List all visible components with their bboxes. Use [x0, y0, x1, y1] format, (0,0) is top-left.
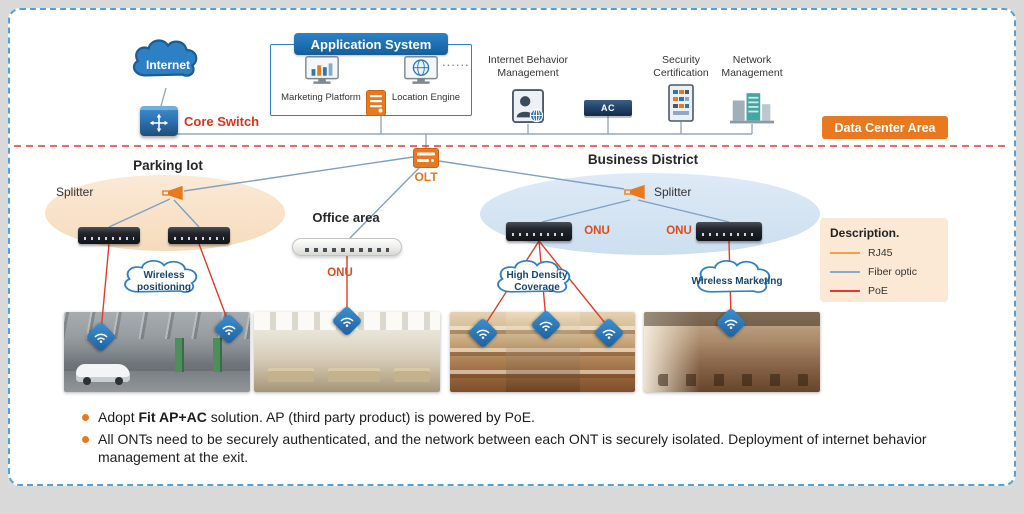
photo-decor-tables	[658, 374, 810, 386]
legend-item-fiber: Fiber optic	[830, 266, 938, 278]
marketing-platform-label: Marketing Platform	[281, 92, 361, 103]
location-engine-label: Location Engine	[391, 92, 461, 103]
olt-icon	[413, 148, 439, 168]
legend-item-rj45: RJ45	[830, 247, 938, 259]
core-switch-label: Core Switch	[184, 114, 260, 129]
pillar-shape	[213, 338, 222, 372]
desk-shape	[328, 368, 380, 382]
wifi-ap-icon	[85, 321, 117, 353]
security-certification-caption: Security Certification	[653, 54, 709, 80]
internet-behavior-caption: Internet Behavior Management	[488, 54, 568, 80]
legend-label: Fiber optic	[868, 266, 918, 278]
note-segment: Adopt	[98, 409, 139, 425]
note-bold-segment: Fit AP+AC	[138, 409, 207, 425]
database-icon	[366, 90, 386, 116]
desk-shape	[268, 368, 314, 382]
legend-box: Description. RJ45 Fiber optic PoE	[820, 218, 948, 302]
internet-cloud: Internet	[126, 34, 210, 88]
cloud-label: Wireless Marketing	[691, 275, 783, 287]
application-system-title: Application System	[294, 33, 448, 55]
business-district-title: Business District	[587, 152, 699, 167]
wifi-ap-icon	[213, 313, 245, 345]
note-item: Adopt Fit AP+AC solution. AP (third part…	[82, 408, 1002, 426]
onu-device	[168, 227, 230, 244]
note-item: All ONTs need to be securely authenticat…	[82, 430, 966, 467]
wifi-icon	[340, 317, 354, 327]
wifi-icon	[602, 329, 616, 339]
data-center-area-badge: Data Center Area	[822, 116, 948, 139]
onu-device	[696, 222, 762, 241]
pillar-shape	[175, 338, 184, 372]
office-area-title: Office area	[312, 210, 380, 225]
splitter-icon	[622, 184, 646, 200]
wifi-ap-icon	[331, 305, 363, 337]
ac-controller-device: AC	[584, 100, 632, 116]
note-text: Adopt Fit AP+AC solution. AP (third part…	[98, 408, 535, 426]
bullet-dot	[82, 414, 89, 421]
ac-label: AC	[601, 103, 615, 113]
wifi-icon	[724, 319, 738, 329]
core-switch-icon	[140, 106, 178, 136]
cloud-shape	[697, 260, 771, 293]
cloud-label: Wireless positioning	[137, 269, 191, 293]
marketing-platform-icon	[303, 54, 341, 88]
wifi-ap-icon	[530, 309, 562, 341]
legend-label: PoE	[868, 285, 888, 297]
fiber-line-swatch	[830, 271, 860, 273]
olt-label: OLT	[414, 170, 438, 184]
user-monitor-icon	[512, 88, 544, 126]
bullet-dot	[82, 436, 89, 443]
wifi-ap-icon	[467, 317, 499, 349]
high-density-coverage-cloud: High Density Coverage	[489, 255, 585, 303]
office-onu-label: ONU	[327, 267, 353, 279]
wifi-ap-icon	[715, 307, 747, 339]
wireless-positioning-cloud: Wireless positioning	[116, 255, 212, 303]
location-engine-icon	[402, 54, 440, 88]
business-onu-right-label: ONU	[666, 225, 692, 237]
onu-device	[506, 222, 572, 241]
car-shape	[76, 364, 130, 385]
wifi-ap-icon	[593, 317, 625, 349]
crossed-arrows-icon	[149, 113, 169, 133]
office-onu-switch	[292, 238, 402, 256]
cloud-label: High Density Coverage	[506, 269, 568, 293]
wifi-icon	[539, 321, 553, 331]
wireless-marketing-cloud: Wireless Marketing	[689, 255, 785, 303]
legend-title: Description.	[830, 226, 900, 240]
cloud-shape	[124, 260, 198, 293]
wifi-icon	[476, 329, 490, 339]
legend-label: RJ45	[868, 247, 893, 259]
splitter-icon	[160, 185, 184, 201]
parking-splitter-label: Splitter	[56, 185, 94, 199]
note-text: All ONTs need to be securely authenticat…	[98, 431, 927, 466]
cloud-shape	[497, 260, 571, 293]
note-segment: solution. AP (third party product) is po…	[206, 409, 535, 425]
onu-device	[78, 227, 140, 244]
legend-item-poe: PoE	[830, 285, 938, 297]
internet-label: Internet	[145, 57, 190, 72]
wifi-icon	[222, 325, 236, 335]
business-onu-left-label: ONU	[584, 225, 610, 237]
wifi-icon	[94, 333, 108, 343]
desk-shape	[394, 368, 430, 382]
ellipsis-dots: ......	[442, 54, 470, 69]
photo-cafe	[644, 312, 820, 392]
parking-lot-title: Parking lot	[133, 158, 203, 173]
server-rack-icon	[668, 84, 694, 122]
poe-line-swatch	[830, 290, 860, 292]
cloud-shape	[132, 39, 198, 77]
network-management-caption: Network Management	[721, 54, 783, 80]
business-splitter-label: Splitter	[654, 185, 692, 199]
rj45-line-swatch	[830, 252, 860, 254]
buildings-icon	[730, 86, 774, 126]
